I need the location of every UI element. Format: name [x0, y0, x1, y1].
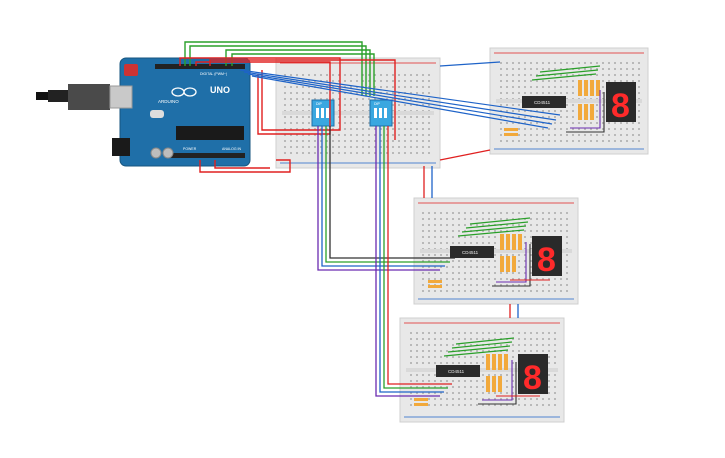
dip-switch-2[interactable]: DIP	[369, 99, 393, 127]
arduino-brand-label: UNO	[210, 85, 230, 95]
wires-dip-to-lower-boards	[317, 126, 455, 397]
usb-cable-plug	[36, 84, 133, 110]
arduino-logo-text: ARDUINO	[158, 99, 179, 104]
analog-header-label: ANALOG IN	[222, 147, 242, 151]
resistor-bank-top	[504, 80, 600, 136]
atmega-chip	[176, 126, 244, 140]
wires-board-links	[423, 149, 519, 318]
decoder-chip-top-label: CD4511	[534, 100, 551, 105]
wires-arduino-to-dip	[179, 41, 396, 173]
seven-segment-display-middle: 8	[532, 236, 562, 279]
display-middle-digit: 8	[537, 241, 556, 279]
arduino-infinity-logo	[171, 87, 197, 97]
arduino-uno-board[interactable]: UNO ARDUINO DIGITAL (PWM~) POWER ANALOG …	[119, 57, 251, 167]
decoder-chip-middle: CD4511	[450, 246, 494, 258]
decoder-chip-middle-label: CD4511	[462, 250, 479, 255]
display-top-digit: 8	[611, 87, 630, 125]
resistor-bank-bottom	[414, 354, 508, 406]
dip-switch-2-label: DIP	[374, 102, 381, 106]
seven-segment-display-bottom: 8	[518, 354, 548, 397]
display-wiring	[478, 90, 605, 405]
decoder-chip-bottom-label: CD4511	[448, 369, 465, 374]
decoder-chip-top: CD4511	[522, 96, 566, 108]
reset-button[interactable]	[124, 64, 138, 76]
seven-segment-display-top: 8	[606, 82, 636, 125]
digital-header-label: DIGITAL (PWM~)	[200, 72, 227, 76]
power-jack	[112, 138, 130, 156]
decoder-chip-bottom: CD4511	[436, 365, 480, 377]
power-header-label: POWER	[183, 147, 197, 151]
green-jumpers	[443, 65, 601, 357]
display-bottom-digit: 8	[523, 359, 542, 397]
breadboard-main	[275, 57, 441, 169]
resistor-bank-middle	[428, 234, 522, 288]
dip-switch-1-label: DIP	[316, 102, 323, 106]
wires-blue-to-top-board	[239, 61, 561, 129]
dip-switch-1[interactable]: DIP	[311, 99, 335, 127]
